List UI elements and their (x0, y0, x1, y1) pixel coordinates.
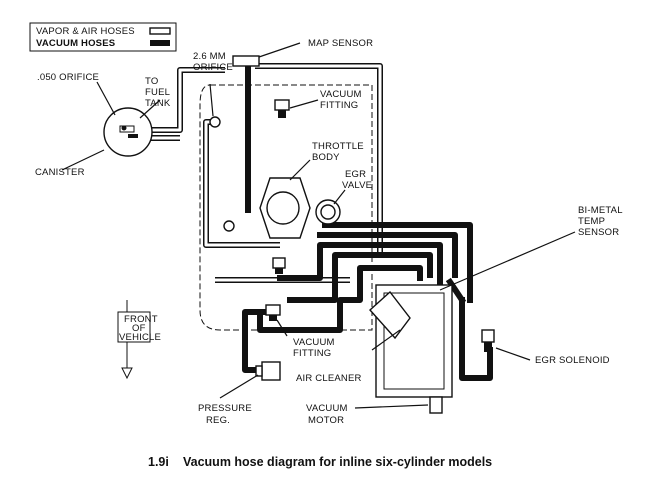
map-sensor-label: MAP SENSOR (308, 38, 373, 49)
vacuum-hoses (242, 59, 493, 381)
legend-vacuum-label: VACUUM HOSES (36, 38, 115, 49)
legend-vapor-air-label: VAPOR & AIR HOSES (36, 26, 135, 37)
to-fuel-tank-label-1: TO (145, 76, 158, 87)
vacuum-motor-label-1: VACUUM (306, 403, 348, 414)
egr-valve-label-2: VALVE (342, 180, 372, 191)
front-label-1: FRONT (124, 314, 158, 325)
to-fuel-tank-label-3: TANK (145, 98, 171, 109)
bimetal-label-1: BI-METAL (578, 205, 623, 216)
caption-number: 1.9i (148, 455, 169, 469)
egr-solenoid-label: EGR SOLENOID (535, 355, 610, 366)
vacuum-fitting-bottom (265, 304, 281, 321)
throttle-body-label-1: THROTTLE (312, 141, 364, 152)
air-cleaner-label: AIR CLEANER (296, 373, 362, 384)
throttle-body (259, 177, 311, 239)
to-fuel-tank-label-2: FUEL (145, 87, 170, 98)
orifice-26mm (209, 116, 221, 128)
orifice-050-label: .050 ORIFICE (37, 72, 99, 83)
lower-fitting (272, 257, 286, 274)
bimetal-label-2: TEMP (578, 216, 605, 227)
map-sensor (232, 55, 260, 67)
orifice-26mm-label-1: 2.6 MM (193, 51, 226, 62)
legend-vacuum-swatch (150, 40, 170, 46)
leader-lines (61, 42, 576, 409)
vacuum-fitting-bottom-label-1: VACUUM (293, 337, 335, 348)
front-label-2: OF (132, 323, 146, 334)
canister (103, 107, 153, 157)
legend-box (29, 22, 177, 52)
vacuum-fitting-bottom-label-2: FITTING (293, 348, 331, 359)
caption-text: Vacuum hose diagram for inline six-cylin… (183, 455, 492, 469)
air-cleaner (369, 284, 453, 414)
engine-outline (199, 84, 373, 331)
vacuum-fitting-top (274, 99, 290, 118)
orifice-26mm-label-2: ORIFICE (193, 62, 233, 73)
egr-valve (315, 199, 341, 225)
vacuum-fitting-top-label-1: VACUUM (320, 89, 362, 100)
pressure-reg-label-1: PRESSURE (198, 403, 252, 414)
egr-valve-label-1: EGR (345, 169, 366, 180)
vacuum-fitting-top-label-2: FITTING (320, 100, 358, 111)
legend-vapor-air-swatch (149, 27, 171, 35)
pressure-reg-label-2: REG. (206, 415, 230, 426)
egr-solenoid (481, 329, 495, 352)
small-fitting (223, 220, 235, 232)
vacuum-motor-label-2: MOTOR (308, 415, 344, 426)
pressure-regulator (255, 361, 281, 381)
legend: VAPOR & AIR HOSES VACUUM HOSES (29, 22, 177, 52)
bimetal-label-3: SENSOR (578, 227, 619, 238)
front-of-vehicle: FRONT OF VEHICLE (117, 300, 161, 380)
canister-label: CANISTER (35, 167, 85, 178)
front-label-3: VEHICLE (119, 332, 161, 343)
throttle-body-label-2: BODY (312, 152, 340, 163)
